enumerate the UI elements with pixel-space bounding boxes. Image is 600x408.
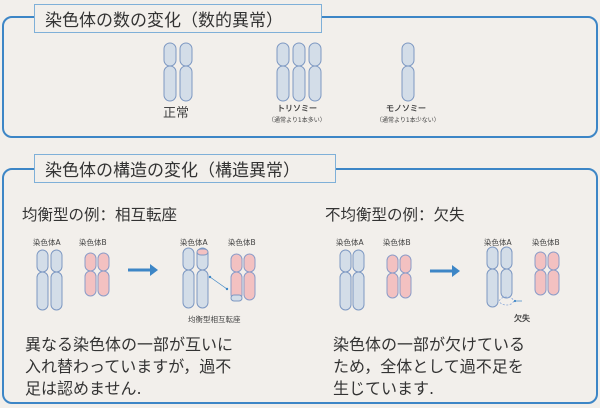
chromosome-long-arm (352, 271, 365, 311)
chromosome-long-arm (243, 271, 256, 301)
chromosome-a (36, 249, 49, 311)
chromosome-a (182, 247, 195, 309)
arrow-head-icon (150, 264, 158, 276)
trisomy-label: トリソミー (277, 104, 317, 113)
unbalanced-description-line: ため，全体として過不足を (333, 357, 524, 376)
chromosome-long-arm (276, 65, 290, 102)
chromosome-short-arm (276, 42, 290, 67)
chromosome-long-arm (179, 65, 193, 102)
chromosome-a (50, 249, 63, 311)
unbalanced-before-label-a: 染色体A (336, 238, 364, 247)
monosomy-label: モノソミー (386, 104, 426, 113)
chromosome-long-arm (308, 65, 322, 102)
chromosome-1 (308, 42, 322, 102)
chromosome-long-arm (182, 269, 195, 309)
chromosome-a (339, 249, 352, 311)
unbalanced-heading: 不均衡型の例：欠失 (325, 206, 465, 224)
chromosome-long-arm (399, 272, 412, 299)
numeric-section-title-text: 染色体の数の変化（数的異常） (45, 11, 283, 31)
balanced-after-label-a: 染色体A (180, 238, 208, 247)
chromosome-short-arm (163, 42, 177, 67)
trisomy-sublabel: （通常より1本多い） (268, 117, 326, 124)
chromosome-b (547, 251, 560, 296)
chromosome-long-arm (500, 268, 513, 299)
unbalanced-after-label-a: 染色体A (484, 238, 512, 247)
chromosome-0 (179, 42, 193, 102)
deleted-region-marker (499, 296, 514, 306)
chromosome-long-arm (292, 65, 306, 102)
balanced-before-label-a: 染色体A (33, 238, 61, 247)
chromosome-b (84, 252, 97, 297)
balanced-after-label-b: 染色体B (228, 238, 256, 247)
chromosome-a-deleted (500, 246, 513, 299)
balanced-description-line: 入れ替わっていますが，過不 (25, 357, 232, 376)
deletion-dot (513, 299, 517, 303)
structural-section-title-text: 染色体の構造の変化（構造異常） (45, 161, 300, 181)
translocated-segment-from-b (196, 248, 209, 256)
chromosome-long-arm (163, 65, 177, 102)
chromosome-1 (292, 42, 306, 102)
balanced-description-line: 足は認めません. (25, 379, 142, 398)
arrow-head-icon (452, 265, 460, 277)
chromosome-long-arm (547, 269, 560, 296)
chromosome-long-arm (84, 270, 97, 297)
monosomy-sublabel: （通常より1本少ない） (376, 117, 440, 124)
unbalanced-after-label-b: 染色体B (532, 238, 560, 247)
chromosome-2 (401, 42, 415, 102)
chromosome-short-arm (179, 42, 193, 67)
chromosome-1 (276, 42, 290, 102)
chromosome-0 (163, 42, 177, 102)
balanced-caption: 均衡型相互転座 (188, 315, 241, 324)
balanced-description: 異なる染色体の一部が互いに 入れ替わっていますが，過不 足は認めません. (25, 334, 233, 400)
chromosome-long-arm (36, 271, 49, 311)
exchange-dot (208, 275, 212, 279)
chromosome-b (386, 254, 399, 299)
unbalanced-description-line: 染色体の一部が欠けている (333, 335, 526, 354)
chromosome-short-arm (292, 42, 306, 67)
chromosome-long-arm (339, 271, 352, 311)
chromosome-b (97, 252, 110, 297)
chromosome-b (534, 251, 547, 296)
chromosome-long-arm (534, 269, 547, 296)
chromosome-long-arm (386, 272, 399, 299)
chromosome-b-translocated (230, 253, 243, 301)
chromosome-a (352, 249, 365, 311)
chromosome-b (243, 253, 256, 301)
chromosome-a (486, 246, 499, 308)
unbalanced-description-line: 生じています. (333, 379, 435, 398)
balanced-heading: 均衡型の例：相互転座 (22, 206, 178, 224)
chromosome-long-arm (97, 270, 110, 297)
chromosome-long-arm (50, 271, 63, 311)
chromosome-short-arm (401, 42, 415, 67)
normal-label: 正常 (163, 106, 190, 121)
chromosome-long-arm (486, 268, 499, 308)
chromosome-long-arm (196, 269, 209, 309)
translocated-segment-from-a (230, 294, 243, 302)
chromosome-long-arm (401, 65, 415, 102)
unbalanced-description: 染色体の一部が欠けている ため，全体として過不足を 生じています. (333, 334, 525, 400)
numeric-section-title: 染色体の数の変化（数的異常） (34, 4, 322, 33)
balanced-before-label-b: 染色体B (79, 238, 107, 247)
structural-section-title: 染色体の構造の変化（構造異常） (34, 154, 336, 183)
balanced-description-line: 異なる染色体の一部が互いに (25, 335, 234, 354)
unbalanced-caption: 欠失 (514, 314, 530, 323)
chromosome-b (399, 254, 412, 299)
exchange-dot (225, 287, 229, 291)
chromosome-short-arm (308, 42, 322, 67)
exchange-line (209, 276, 228, 290)
unbalanced-before-label-b: 染色体B (383, 238, 411, 247)
